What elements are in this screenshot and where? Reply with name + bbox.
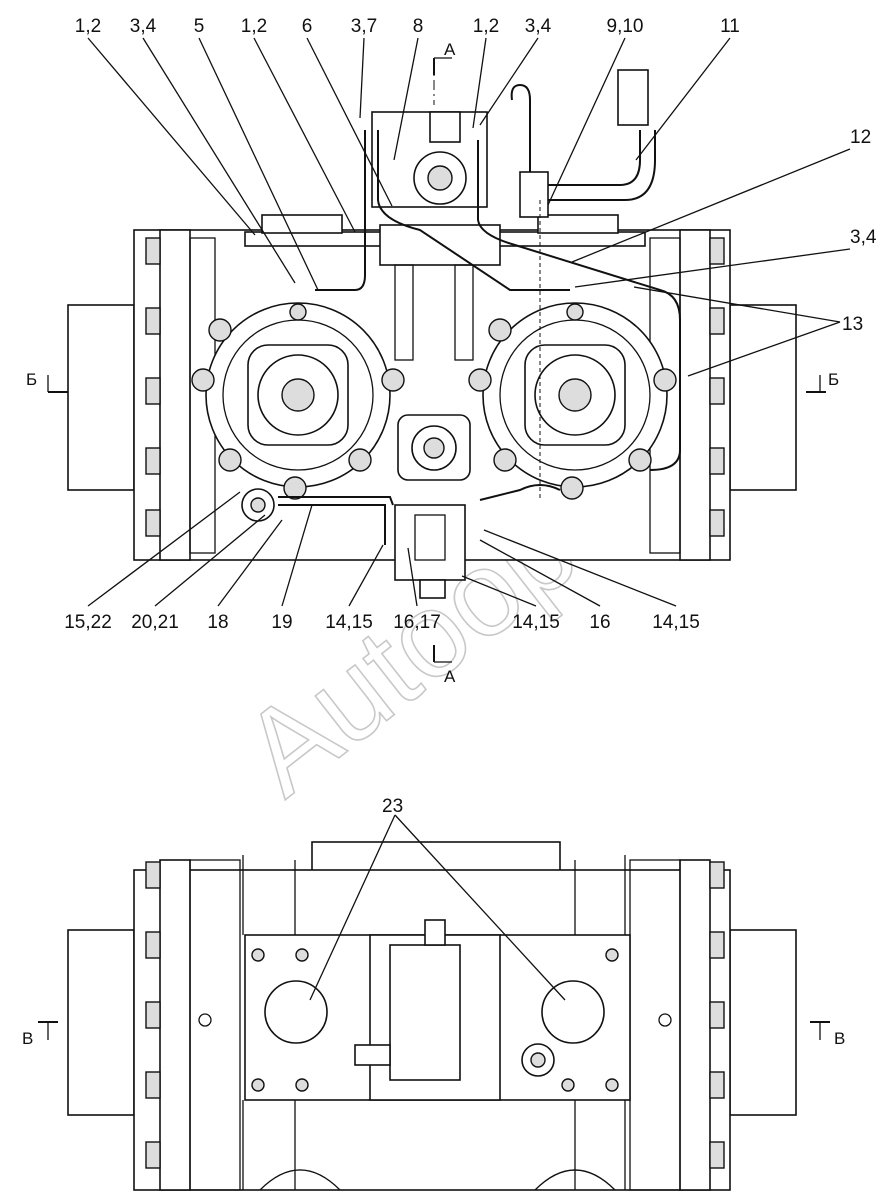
callout-leaders: 1,2 3,4 5 1,2 6 3,7 8 1,2 3,4 9,10 11 12 3,4 15,22 20,… [64, 16, 877, 633]
callout-label: 1,2 [75, 16, 101, 37]
callout-label: 3,7 [351, 16, 377, 37]
callout-label: 12 [850, 127, 871, 148]
section-marks-lower: В В [22, 1021, 845, 1048]
callout-label: 18 [207, 612, 228, 633]
central-block [379, 224, 501, 266]
callout-label: 3,4 [130, 16, 157, 37]
leader-line [87, 37, 256, 236]
leader-line [393, 37, 419, 161]
leader-line [407, 547, 418, 607]
leader-line [483, 529, 677, 607]
callout-label: 14,15 [652, 612, 700, 633]
leader-line [479, 539, 601, 607]
left-flange [159, 229, 191, 561]
leader-line [198, 37, 319, 291]
upper-view [67, 60, 797, 599]
callout-label: 11 [720, 16, 740, 37]
leader-line [479, 37, 539, 126]
section-b-right: Б [828, 370, 839, 389]
callout-label: 1,2 [241, 16, 267, 37]
callout-label: 15,22 [64, 612, 112, 633]
leader-line [142, 37, 296, 284]
pipe-5 [315, 130, 366, 291]
leader-line [154, 514, 266, 607]
label-13-group: 13 [633, 286, 863, 377]
center-pump [397, 414, 471, 481]
left-pump [191, 302, 405, 500]
lower-view [67, 841, 797, 1191]
callout-label: 9,10 [607, 16, 644, 37]
section-a-top: А [444, 40, 456, 59]
section-v-right: В [834, 1029, 845, 1048]
pipe-12 [477, 140, 681, 471]
leader-line [348, 544, 384, 607]
leader-line [574, 248, 851, 288]
section-v-left: В [22, 1029, 33, 1048]
leader-line [472, 37, 487, 129]
leader-line [306, 37, 393, 207]
callout-label: 16,17 [393, 612, 441, 633]
callout-label: 8 [413, 16, 424, 37]
callout-label: 20,21 [131, 612, 179, 633]
hose-11 [548, 130, 641, 186]
right-pump [468, 302, 677, 500]
label-23: 23 [382, 796, 403, 817]
pipe-19 [278, 504, 386, 545]
leader-line [253, 37, 356, 233]
left-cylinder [67, 304, 135, 491]
port-right [541, 980, 605, 1044]
left-cover [261, 214, 343, 234]
callout-label: 5 [194, 16, 205, 37]
sensor-11 [617, 69, 649, 126]
right-cylinder [729, 304, 797, 491]
leader-line [87, 491, 241, 607]
leader-line [547, 37, 626, 206]
leader-line [461, 575, 537, 607]
vent-pipe [510, 83, 531, 195]
callout-label: 6 [302, 16, 313, 37]
callout-label: 1,2 [473, 16, 499, 37]
leader-line [359, 37, 365, 119]
leader-line [571, 148, 851, 263]
callout-label: 3,4 [525, 16, 552, 37]
right-cover [537, 214, 619, 234]
lower-valve [389, 944, 461, 1081]
callout-label: 14,15 [512, 612, 560, 633]
label-13: 13 [842, 314, 863, 335]
section-marks-upper: А А Б Б [26, 40, 839, 686]
callout-label: 16 [589, 612, 610, 633]
lower-flange-bolts [145, 861, 725, 1169]
filter-block [394, 504, 466, 581]
leader-line [635, 37, 731, 161]
section-b-left: Б [26, 370, 37, 389]
callout-label: 19 [271, 612, 292, 633]
flange-bolts [145, 237, 725, 537]
label-23-group: 23 [309, 796, 566, 1001]
port-left [264, 980, 328, 1044]
pipe-6 [377, 130, 570, 291]
callout-label: 14,15 [325, 612, 373, 633]
callout-label: 3,4 [850, 227, 877, 248]
leader-line [217, 519, 283, 607]
lower-left-cylinder [67, 929, 135, 1116]
section-a-bottom: А [444, 667, 456, 686]
lower-right-cylinder [729, 929, 797, 1116]
right-flange [679, 229, 711, 561]
leader-line [281, 504, 313, 607]
